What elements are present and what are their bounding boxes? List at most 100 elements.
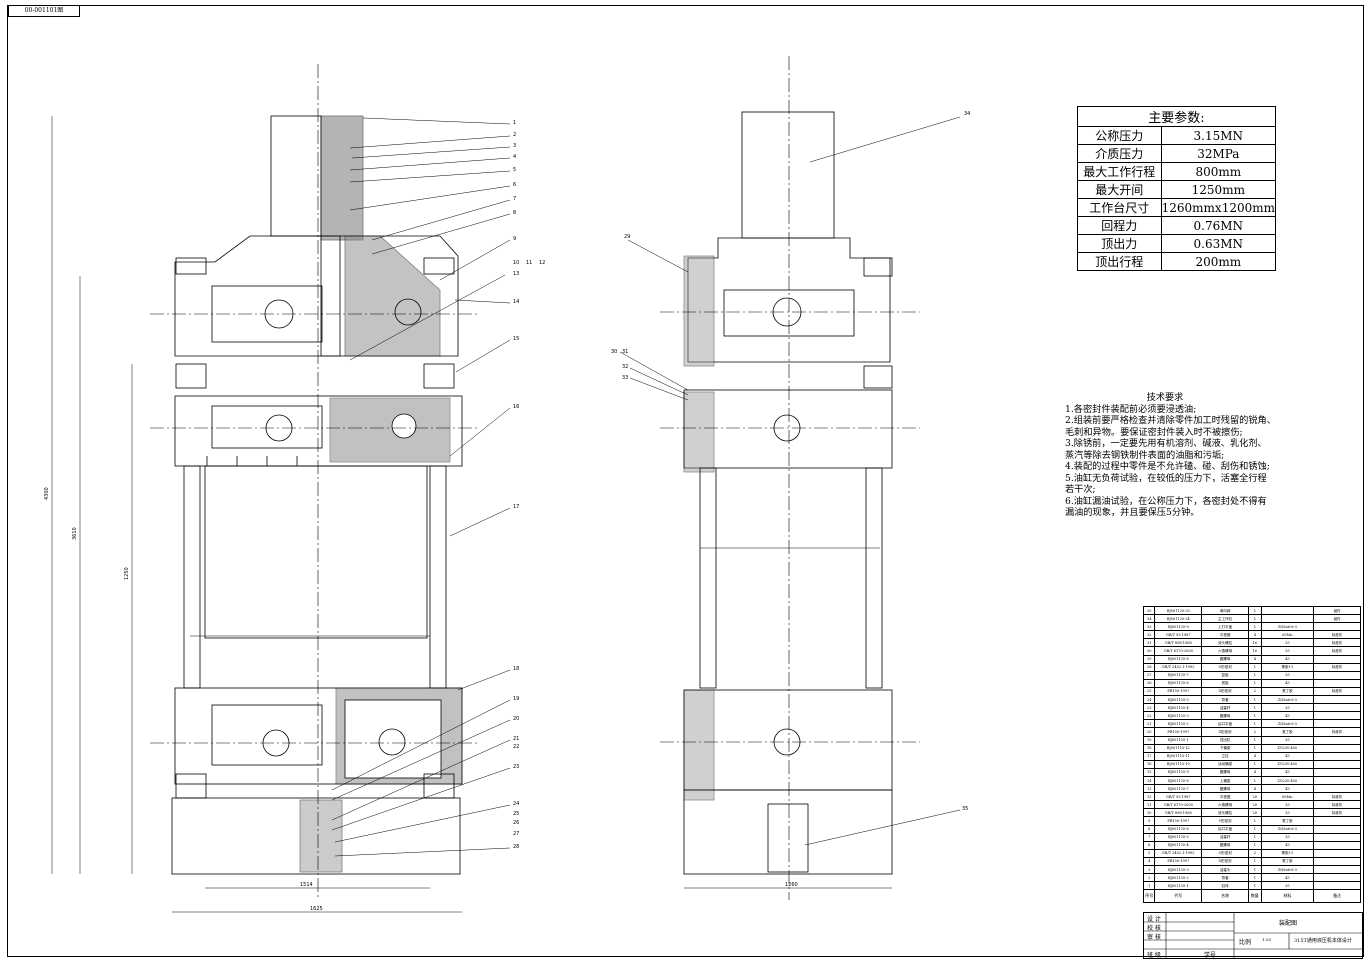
bom-cell: 活塞杆 xyxy=(1201,703,1250,713)
tech-requirement-line: 4.装配的过程中零件是不允许磕、碰、刮伤和锈蚀; xyxy=(1065,461,1270,472)
bom-cell: 顶出缸 xyxy=(1201,735,1250,745)
bom-cell: 2 xyxy=(1248,686,1262,697)
bom-header-cell: 代号 xyxy=(1154,889,1203,904)
bom-cell: 1 xyxy=(1248,864,1262,875)
bom-cell: 1 xyxy=(1248,759,1262,769)
bom-cell: 圆螺母 xyxy=(1201,654,1250,664)
bom-cell: 20 xyxy=(1248,800,1262,810)
param-label: 最大工作行程 xyxy=(1077,162,1162,181)
bom-cell: GB/T 3452.1-1992 xyxy=(1154,848,1203,858)
bom-cell: 标准件 xyxy=(1313,792,1361,802)
bom-cell: 1 xyxy=(1248,881,1262,891)
bom-cell: BJ001110-7 xyxy=(1154,670,1203,680)
bom-cell: 17 xyxy=(1142,751,1156,761)
bom-cell: 16 xyxy=(1142,759,1156,769)
bom-cell: 圆螺母 xyxy=(1201,784,1250,794)
tb-check: 校 核 xyxy=(1147,925,1161,932)
bom-cell: BJ001110-1 xyxy=(1154,735,1203,745)
bom-cell: 标准件 xyxy=(1313,727,1361,737)
bom-cell xyxy=(1260,614,1315,624)
bom-cell: 1 xyxy=(1248,775,1262,786)
bom-cell: 29 xyxy=(1142,654,1156,664)
bom-cell: BJ001110-9 xyxy=(1154,622,1203,632)
bom-cell: 底板 xyxy=(1201,678,1250,688)
tb-student-no: 学号 xyxy=(1204,952,1217,959)
bom-cell: 8 xyxy=(1142,824,1156,834)
bom-cell xyxy=(1313,767,1361,777)
leader-number: 8 xyxy=(513,210,516,216)
bom-cell: BJ001110-5 xyxy=(1154,695,1203,705)
leader-number: 29 xyxy=(624,234,630,240)
bom-cell xyxy=(1313,873,1361,883)
bom-cell: 15 xyxy=(1142,767,1156,777)
bom-cell: 活塞头 xyxy=(1201,864,1250,875)
bom-cell: 双头螺柱 xyxy=(1201,808,1250,818)
bom-cell: BJ001110-10 xyxy=(1154,759,1203,769)
bom-cell: BJ001120-25 xyxy=(1154,605,1203,616)
leader-number: 23 xyxy=(513,764,519,770)
bom-cell: 35 xyxy=(1260,832,1315,842)
leader-number: 11 xyxy=(526,260,532,266)
bom-cell: 45 xyxy=(1260,751,1315,761)
bom-cell: 标准件 xyxy=(1313,638,1361,648)
bom-cell: 复板 xyxy=(1201,670,1250,680)
leader-number: 13 xyxy=(513,271,519,277)
bom-cell: ZQSn6-6-3 xyxy=(1260,824,1315,834)
bom-cell: ZQSn6-6-3 xyxy=(1260,695,1315,705)
bom-cell: 圆螺母 xyxy=(1201,767,1250,777)
bom-cell: 26 xyxy=(1142,678,1156,688)
bom-cell: O形密封 xyxy=(1201,848,1250,858)
bom-cell: BJ001110-6 xyxy=(1154,824,1203,834)
bom-cell: 33 xyxy=(1142,622,1156,632)
bom-cell: 1 xyxy=(1248,695,1262,705)
bom-cell: 1 xyxy=(1248,678,1262,688)
leader-number: 9 xyxy=(513,236,516,242)
bom-cell: 2 xyxy=(1248,848,1262,858)
bom-cell: ZQSn6-6-3 xyxy=(1260,864,1315,875)
svg-text:1514: 1514 xyxy=(300,882,313,888)
param-label: 最大开间 xyxy=(1077,180,1162,199)
bom-cell: BJ001110-2 xyxy=(1154,873,1203,883)
param-value: 32MPa xyxy=(1160,144,1277,163)
leader-number: 35 xyxy=(962,806,968,812)
bom-cell xyxy=(1313,775,1361,786)
bom-cell: 45 xyxy=(1260,711,1315,721)
bom-cell: BJ001110-11 xyxy=(1154,751,1203,761)
bom-cell: FB150-1997 xyxy=(1154,686,1203,697)
bom-cell: 氯丁胶 xyxy=(1260,856,1315,867)
main-params-title: 主要参数: xyxy=(1077,106,1276,127)
bom-cell: 4 xyxy=(1248,784,1262,794)
leader-number: 3 xyxy=(513,143,516,149)
bom-cell: BJ001110-6 xyxy=(1154,678,1203,688)
bom-cell: 橡胶I-1 xyxy=(1260,662,1315,672)
bom-cell: 45 xyxy=(1260,784,1315,794)
bom-header-cell: 备注 xyxy=(1313,889,1361,904)
bom-cell: BJ001110-2 xyxy=(1154,719,1203,729)
bom-cell: GB/T 6170-2000 xyxy=(1154,646,1203,656)
bom-cell: 1 xyxy=(1248,840,1262,850)
param-label: 工作台尺寸 xyxy=(1077,198,1162,217)
leader-number: 27 xyxy=(513,831,519,837)
tb-scale-label: 比例 xyxy=(1239,939,1252,946)
bom-cell: 25 xyxy=(1142,686,1156,697)
param-value: 200mm xyxy=(1160,252,1277,271)
main-cylinder-right xyxy=(741,111,835,239)
bom-header-cell: 材料 xyxy=(1260,889,1315,904)
bom-cell: 下横梁 xyxy=(1201,743,1250,753)
leader-number: 16 xyxy=(513,404,519,410)
leader-number: 26 xyxy=(513,820,519,826)
leader-number: 21 xyxy=(513,736,519,742)
bom-cell xyxy=(1313,832,1361,842)
leader-number: 31 xyxy=(622,349,628,355)
svg-text:3610: 3610 xyxy=(72,527,78,540)
